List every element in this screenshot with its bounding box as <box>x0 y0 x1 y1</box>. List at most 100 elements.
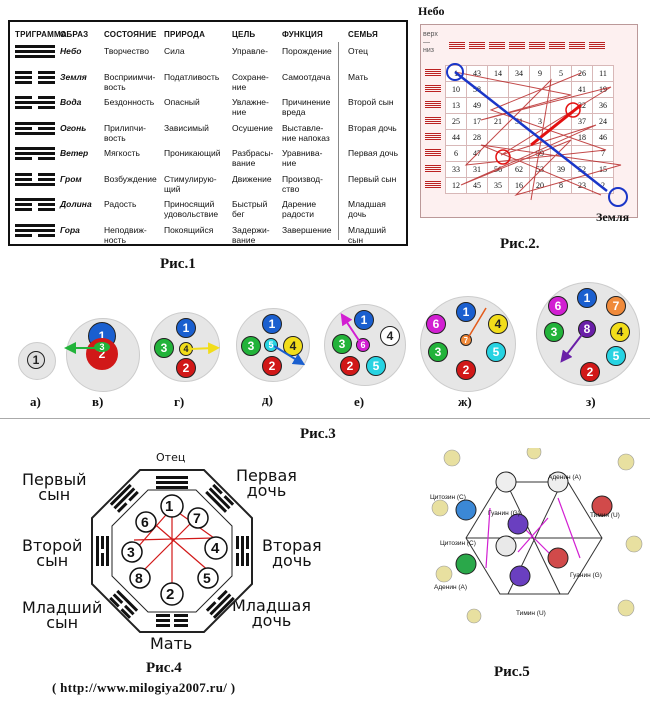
label-youngest-son: Младший сын <box>22 598 103 632</box>
header-trigram: ТРИГРАММА <box>15 30 67 39</box>
label-heaven: Небо <box>418 4 445 18</box>
trigram-symbol <box>15 147 55 162</box>
ball-7: 7 <box>606 296 626 316</box>
cell-family: Вторая дочь <box>348 122 397 133</box>
bagua-diagram: Отец Первый сын Первая дочь Второй сын В… <box>20 446 322 656</box>
ball-1: 1 <box>577 288 597 308</box>
ball-2: 2 <box>340 356 360 376</box>
ball-2: 2 <box>262 356 282 376</box>
ball-1: 1 <box>262 314 282 334</box>
fig3-caption: Рис.3 <box>300 426 336 442</box>
ball-5: 5 <box>606 346 626 366</box>
nucleotide-network <box>431 448 643 624</box>
trigram-symbol <box>15 96 55 111</box>
panel-label-zh: ж) <box>458 394 472 409</box>
left-hexagram-column <box>425 69 443 189</box>
fig4-caption: Рис.4 <box>146 660 182 676</box>
cell-goal: Разбрасы- вание <box>232 148 274 168</box>
cell-nature: Приносящий удовольствие <box>164 199 219 219</box>
cell-image: Земля <box>60 71 87 82</box>
cell-function: Производ- ство <box>282 173 323 194</box>
trigram-number-3: 3 <box>127 544 135 560</box>
trigram-table: ТРИГРАММА ОБРАЗ СОСТОЯНИЕ ПРИРОДА ЦЕЛЬ Ф… <box>8 20 408 246</box>
cell-image: Гора <box>60 224 80 235</box>
cell-nature: Покоящийся <box>164 224 214 235</box>
header-function: ФУНКЦИЯ <box>282 30 323 39</box>
cell-function: Завершение <box>282 224 332 235</box>
fig1-caption: Рис.1 <box>160 256 196 272</box>
trigram-number-7: 7 <box>193 510 201 526</box>
cell-state: Восприимчи- вость <box>104 71 156 92</box>
fig2-caption: Рис.2. <box>500 236 540 252</box>
label-first-daughter: Первая дочь <box>236 466 297 500</box>
ball-3: 3 <box>332 334 352 354</box>
label-father: Отец <box>156 451 186 464</box>
fig3-panels: 1 1 2 3 1 3 4 2 1 3 4 5 2 1 3 4 6 2 5 1 … <box>0 280 656 420</box>
label-second-son: Второй сын <box>22 536 83 570</box>
panel-label-z: з) <box>586 394 596 409</box>
hexagram-grid-panel: верх — низ 14314349526111058411913492236… <box>420 24 638 218</box>
cell-state: Возбуждение <box>104 173 157 184</box>
ball-6: 6 <box>548 296 568 316</box>
ball-3: 3 <box>94 342 110 352</box>
cell-family: Первый сын <box>348 173 397 184</box>
cell-image: Вода <box>60 97 82 107</box>
octagon <box>91 469 253 633</box>
cell-function: Причинение вреда <box>282 97 331 117</box>
panel-label-d: д) <box>262 392 273 407</box>
cell-family: Второй сын <box>348 97 394 107</box>
trigram-number-1: 1 <box>165 498 174 515</box>
cell-function: Уравнива- ние <box>282 148 323 168</box>
cell-nature: Опасный <box>164 97 200 107</box>
label-adenine-top: Аденин (A) <box>548 474 582 481</box>
cell-function: Самоотдача <box>282 71 331 82</box>
ball-4: 4 <box>610 322 630 342</box>
cell-nature: Проникающий <box>164 148 221 158</box>
cell-nature: Сила <box>164 46 185 56</box>
label-thymine-top: Тимин (U) <box>590 512 620 519</box>
header-state: СОСТОЯНИЕ <box>104 30 157 39</box>
cell-image: Огонь <box>60 122 87 133</box>
divider <box>0 418 650 419</box>
cell-nature: Стимулирую- щий <box>164 173 217 194</box>
cell-goal: Движение <box>232 173 272 184</box>
cell-family: Мать <box>348 71 369 82</box>
motion-arrows <box>64 307 585 366</box>
cell-goal: Осушение <box>232 122 273 133</box>
panel-label-g: г) <box>174 394 185 409</box>
cell-image: Долина <box>60 199 92 209</box>
label-first-son: Первый сын <box>22 470 87 504</box>
blue-diagonal-arrow <box>454 71 608 192</box>
cell-state: Бездонность <box>104 97 155 107</box>
trigram-symbol <box>15 70 55 86</box>
ball-3: 3 <box>241 336 261 356</box>
header-nature: ПРИРОДА <box>164 30 206 39</box>
ball-2: 2 <box>176 358 196 378</box>
column-divider <box>338 42 339 240</box>
cell-function: Выставле- ние напоказ <box>282 122 330 143</box>
panel-label-a: а) <box>30 394 41 409</box>
source-url: ( http://www.milogiya2007.ru/ ) <box>52 680 236 695</box>
cell-state: Творчество <box>104 46 149 56</box>
trigram-symbol <box>15 121 55 137</box>
header-image: ОБРАЗ <box>60 30 89 39</box>
cell-function: Дарение радости <box>282 199 317 219</box>
nucleotide-diagram: Аденин (A) Цитозин (C) Гуанин (G) Тимин … <box>430 448 646 628</box>
ball-4: 4 <box>380 326 400 346</box>
ball-5: 5 <box>486 342 506 362</box>
label-mother: Мать <box>150 634 193 653</box>
header-goal: ЦЕЛЬ <box>232 30 256 39</box>
cell-family: Младший сын <box>348 224 387 245</box>
ball-6: 6 <box>426 314 446 334</box>
cell-family: Первая дочь <box>348 148 399 158</box>
corner-label: верх — низ <box>423 31 438 54</box>
top-hexagram-row <box>449 37 605 55</box>
cell-family: Отец <box>348 46 369 56</box>
grid-cell: 35 <box>487 177 509 194</box>
ball-2: 2 <box>86 338 118 370</box>
ball-1: 1 <box>354 310 374 330</box>
grid-cell: 36 <box>592 97 614 114</box>
label-earth: Земля <box>596 210 630 224</box>
ball-3: 3 <box>544 322 564 342</box>
ball-3: 3 <box>154 338 174 358</box>
